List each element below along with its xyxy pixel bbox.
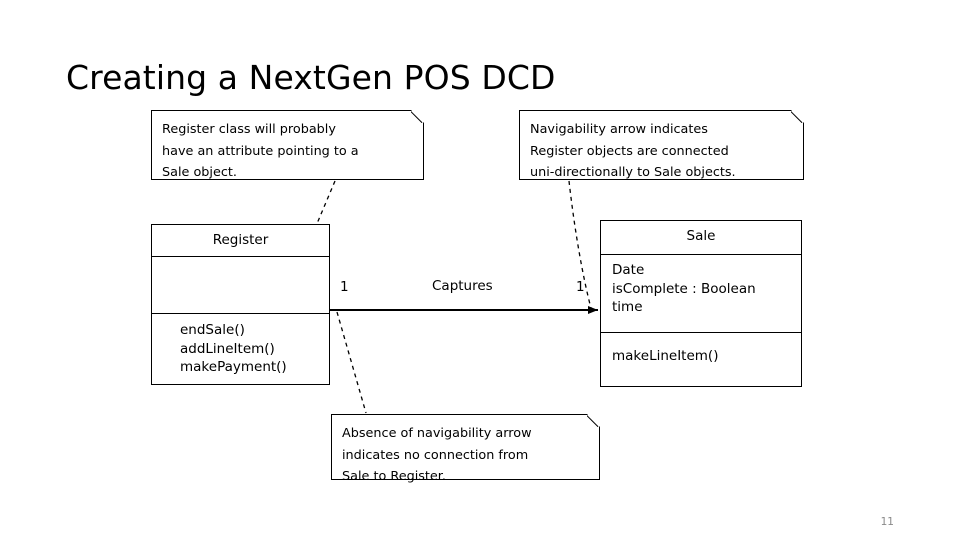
note-navigability[interactable]: Navigability arrow indicates Register ob… xyxy=(519,109,805,180)
page-number: 11 xyxy=(880,516,894,528)
note-absence-of-navigability[interactable]: Absence of navigability arrow indicates … xyxy=(331,413,601,484)
uml-class-register-attributes xyxy=(152,257,329,314)
note-register-attribute[interactable]: Register class will probably have an att… xyxy=(151,109,425,180)
note-fold-corner-icon xyxy=(587,413,601,427)
association-multiplicity-source: 1 xyxy=(340,279,349,295)
uml-class-sale-attributes: Date isComplete : Boolean time xyxy=(601,255,801,333)
uml-class-register[interactable]: Register endSale() addLineItem() makePay… xyxy=(151,224,330,385)
uml-class-sale[interactable]: Sale Date isComplete : Boolean time make… xyxy=(600,220,802,387)
note-absence-of-navigability-text: Absence of navigability arrow indicates … xyxy=(342,426,532,484)
leader-line-note-register xyxy=(315,180,336,227)
page-title: Creating a NextGen POS DCD xyxy=(66,58,556,97)
association-label: Captures xyxy=(432,278,493,294)
note-register-attribute-text: Register class will probably have an att… xyxy=(162,122,359,180)
note-navigability-text: Navigability arrow indicates Register ob… xyxy=(530,122,736,180)
leader-line-note-absence xyxy=(336,311,367,414)
uml-class-sale-name: Sale xyxy=(601,221,801,255)
note-fold-corner-icon xyxy=(411,109,425,123)
uml-class-register-operations: endSale() addLineItem() makePayment() xyxy=(180,322,287,375)
uml-class-sale-operations: makeLineItem() xyxy=(612,348,719,364)
note-fold-corner-icon xyxy=(791,109,805,123)
association-multiplicity-target: 1 xyxy=(576,279,585,295)
uml-class-register-name: Register xyxy=(152,225,329,257)
